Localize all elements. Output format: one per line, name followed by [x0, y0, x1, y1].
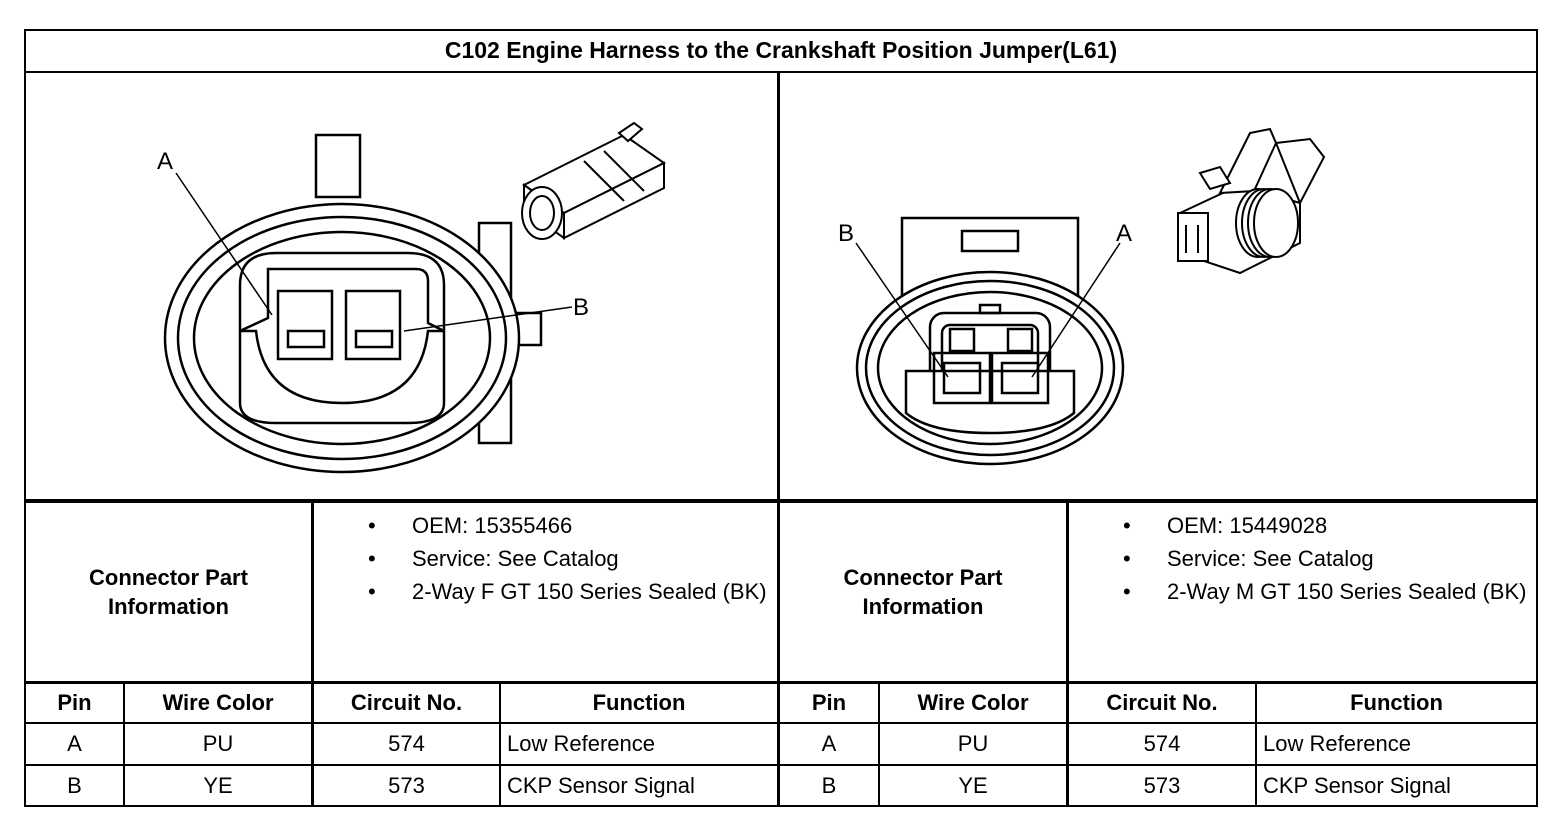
part-info-service: Service: See Catalog: [1117, 542, 1535, 575]
table-cell-pin: A: [821, 731, 837, 756]
table-cell-function: CKP Sensor Signal: [507, 772, 695, 798]
info-divider-left: [311, 501, 314, 807]
page-title: C102 Engine Harness to the Crankshaft Po…: [24, 29, 1538, 73]
info-row-divider: [24, 681, 1538, 684]
table-cell-circuit-no: 573: [388, 772, 425, 798]
table-cell-pin: B: [821, 772, 837, 798]
document-frame: [24, 29, 1538, 807]
table-cell-circuit-no: 574: [1143, 731, 1181, 756]
pin-label-a: A: [1116, 220, 1132, 247]
pin-label-a: A: [157, 148, 173, 175]
part-info-service: Service: See Catalog: [362, 542, 777, 575]
header-row-divider: [24, 722, 1538, 724]
part-info-label: Connector Part Information: [843, 565, 1003, 619]
table-cell-circuit-no: 573: [1143, 772, 1181, 798]
col-header-pin: Pin: [811, 690, 847, 715]
center-divider: [777, 73, 780, 807]
part-info-list: OEM: 15449028 Service: See Catalog 2-Way…: [1117, 509, 1535, 608]
table-cell-wire-color: YE: [958, 772, 988, 798]
table-cell-function: Low Reference: [1263, 731, 1411, 756]
col-header-wire-color: Wire Color: [917, 690, 1029, 715]
part-info-description: 2-Way M GT 150 Series Sealed (BK): [1117, 575, 1535, 608]
info-divider-right: [1066, 501, 1069, 807]
col-header-pin: Pin: [57, 690, 92, 715]
table-cell-function: Low Reference: [507, 731, 655, 756]
col-divider-l1: [123, 682, 125, 807]
col-header-circuit-no: Circuit No.: [1106, 690, 1218, 715]
table-cell-wire-color: PU: [957, 731, 989, 756]
connector-face-drawing-male: B A: [838, 127, 1326, 466]
col-header-wire-color: Wire Color: [162, 690, 274, 715]
part-info-description: 2-Way F GT 150 Series Sealed (BK): [362, 575, 777, 608]
part-info-oem: OEM: 15449028: [1117, 509, 1535, 542]
col-divider-r3: [1255, 682, 1257, 807]
table-cell-pin: A: [67, 731, 82, 756]
table-cell-wire-color: YE: [203, 772, 233, 798]
part-info-list: OEM: 15355466 Service: See Catalog 2-Way…: [362, 509, 777, 608]
image-row-divider: [24, 499, 1538, 503]
col-header-function: Function: [1350, 690, 1443, 715]
table-cell-wire-color: PU: [202, 731, 234, 756]
row-a-divider: [24, 764, 1538, 766]
col-header-function: Function: [592, 690, 686, 715]
pin-label-b: B: [838, 220, 854, 247]
part-info-oem: OEM: 15355466: [362, 509, 777, 542]
col-divider-l3: [499, 682, 501, 807]
pin-label-b: B: [573, 294, 589, 321]
part-info-label: Connector Part Information: [89, 565, 248, 619]
table-cell-pin: B: [67, 772, 82, 798]
connector-face-drawing-female: A B: [157, 121, 666, 474]
col-header-circuit-no: Circuit No.: [350, 690, 463, 715]
table-cell-circuit-no: 574: [388, 731, 425, 756]
table-cell-function: CKP Sensor Signal: [1263, 772, 1451, 798]
col-divider-r1: [878, 682, 880, 807]
